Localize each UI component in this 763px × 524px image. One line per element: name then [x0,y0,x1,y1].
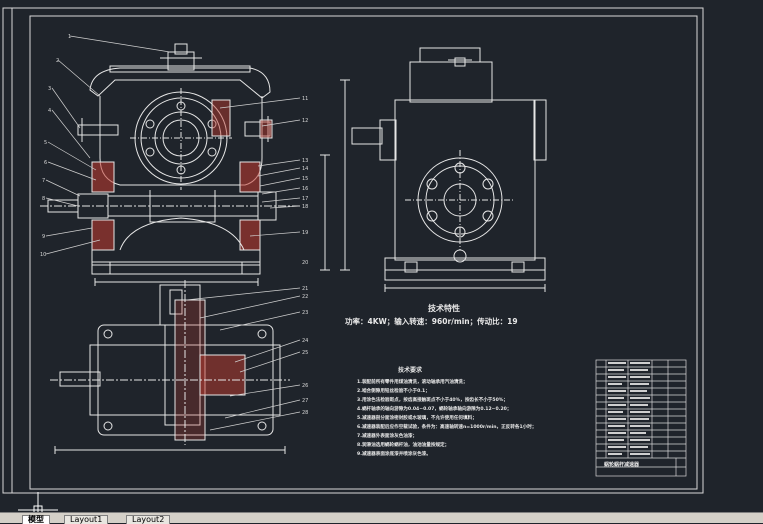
title-block [595,359,687,477]
req-item: 8.润滑油选用蜗轮蜗杆油，油池油量按规定； [357,441,449,448]
req-item: 3.用涂色法检验斑点，按齿高接触斑点不小于40%，按齿长不小于50%； [357,396,508,403]
svg-text:16: 16 [302,186,308,192]
svg-text:21: 21 [302,286,308,292]
tab-layout1[interactable]: Layout1 [64,515,109,524]
svg-text:24: 24 [302,338,308,344]
svg-text:2: 2 [56,58,59,64]
layout-tab-bar: 模型 Layout1 Layout2 [0,512,763,524]
inner-border [29,15,698,490]
svg-text:17: 17 [302,196,308,202]
svg-text:25: 25 [302,350,308,356]
svg-text:12: 12 [302,118,308,124]
svg-text:26: 26 [302,383,308,389]
svg-text:15: 15 [302,176,308,182]
svg-text:6: 6 [44,160,47,166]
tab-model[interactable]: 模型 [22,515,50,524]
top-view [50,280,290,454]
svg-text:14: 14 [302,166,308,172]
svg-text:11: 11 [302,96,308,102]
front-view [40,43,300,286]
spec-title: 技术特性 [428,303,460,313]
leaders-bottom [185,287,301,431]
svg-text:7: 7 [42,178,45,184]
svg-text:20: 20 [302,260,308,266]
svg-text:19: 19 [302,230,308,236]
svg-text:9: 9 [42,234,45,240]
svg-text:1: 1 [68,34,71,40]
req-item: 6.减速器装配后应作空载试验，条件为：高速轴转速n=1000r/min，正反转各… [357,423,536,430]
req-title: 技术要求 [398,366,423,374]
svg-text:27: 27 [302,398,308,404]
req-item: 4.蜗杆轴承的轴向游隙为0.04~0.07，蜗轮轴承轴向游隙为0.12~0.20… [357,405,511,412]
requirements-list: 1.装配前所有零件用煤油清洗，滚动轴承用汽油清洗； 2.啮合侧隙用铅丝检验不小于… [357,378,536,457]
svg-text:10: 10 [40,252,46,258]
req-item: 2.啮合侧隙用铅丝检验不小于0.1； [357,387,430,394]
svg-text:18: 18 [302,204,308,210]
req-item: 7.减速器外表面涂灰色油漆； [357,432,417,439]
req-item: 5.减速器剖分面涂密封胶或水玻璃，不允许使用任何填料； [357,414,477,421]
req-item: 1.装配前所有零件用煤油清洗，滚动轴承用汽油清洗； [357,378,468,385]
svg-text:13: 13 [302,158,308,164]
svg-text:8: 8 [42,196,45,202]
title-block-name: 蜗轮蜗杆减速器 [604,461,640,468]
outer-border [2,7,704,494]
tab-layout2[interactable]: Layout2 [126,515,171,524]
balloons-bottom-view: 21 22 23 24 25 26 27 28 [302,286,308,416]
svg-text:4: 4 [48,108,51,114]
title-block-fills [608,362,650,455]
svg-text:5: 5 [44,140,47,146]
req-item: 9.减速器表面涂底漆并喷涂灰色漆。 [357,450,431,457]
svg-text:23: 23 [302,310,308,316]
svg-text:28: 28 [302,410,308,416]
svg-text:22: 22 [302,294,308,300]
leaders-left [45,35,301,255]
side-view [320,47,547,292]
svg-text:3: 3 [48,86,51,92]
spec-line: 功率：4KW；输入转速：960r/min；传动比：19 [345,316,518,327]
